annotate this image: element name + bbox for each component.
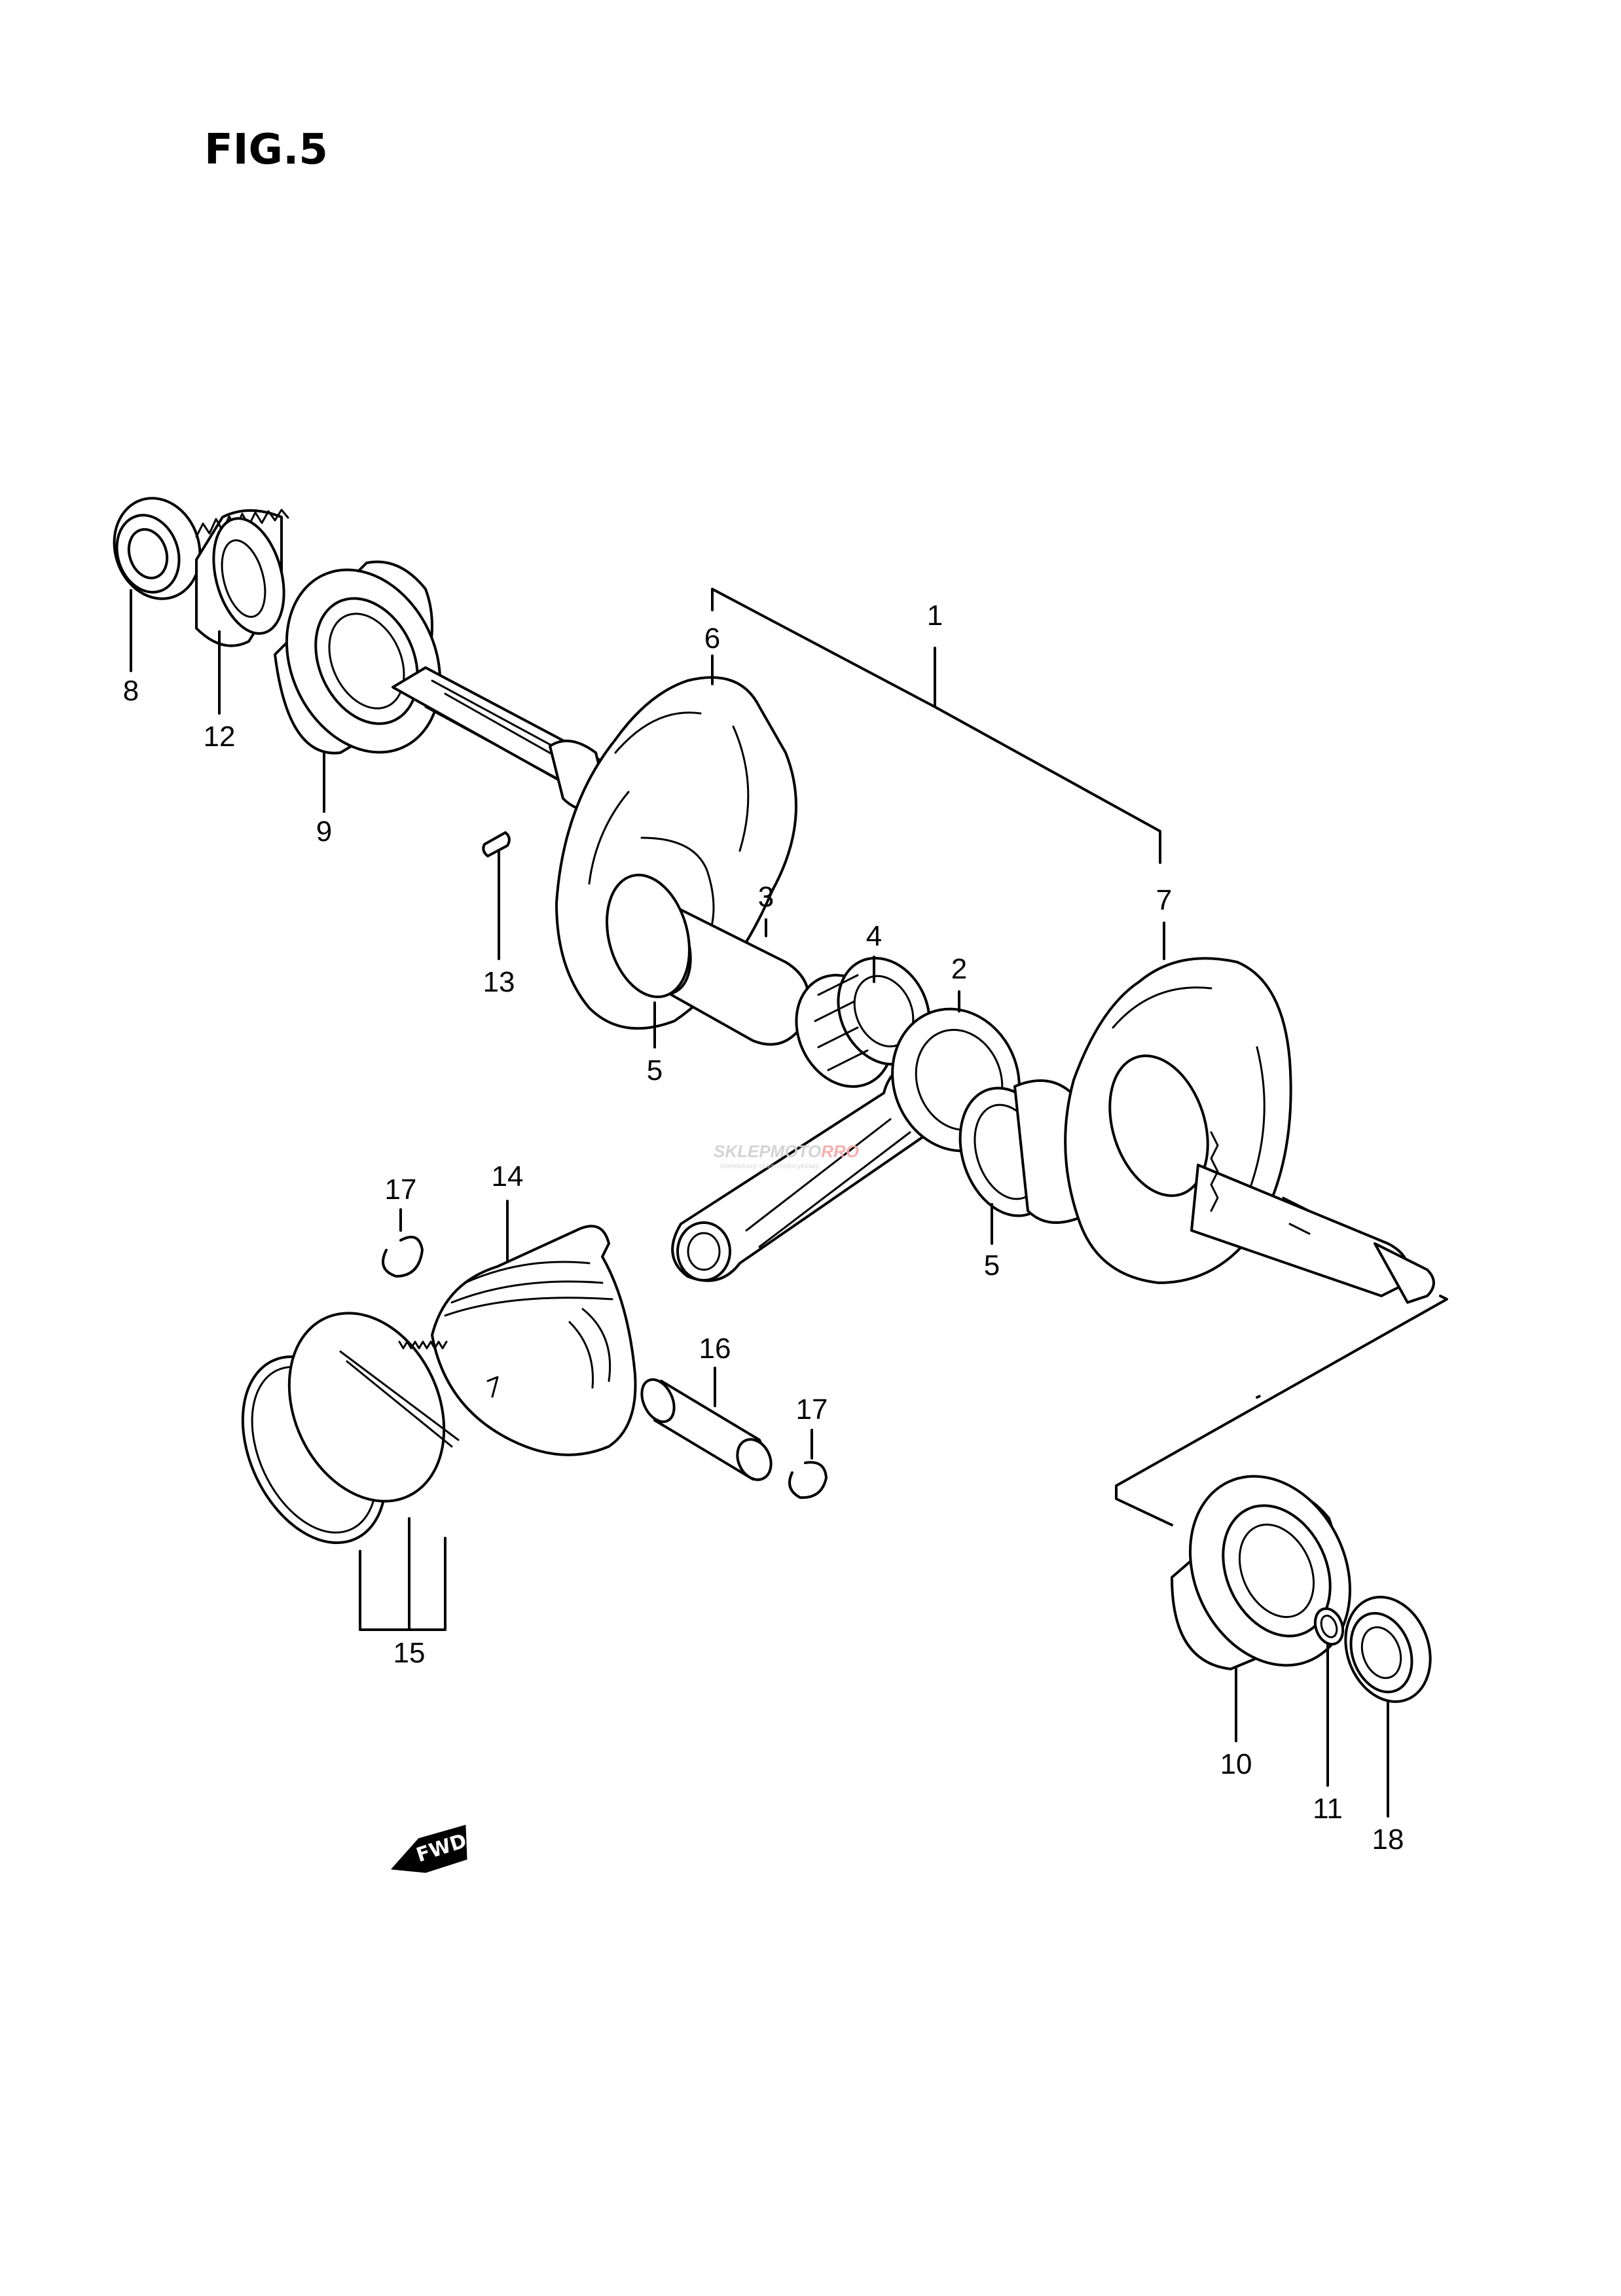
piston bbox=[431, 1225, 637, 1456]
assembly-bracket bbox=[711, 588, 1161, 864]
callout-3: 3 bbox=[758, 881, 774, 913]
piston-rings bbox=[241, 1312, 460, 1545]
callout-6: 6 bbox=[704, 622, 720, 655]
svg-text:SKLEPMOTORRO: SKLEPMOTORRO bbox=[714, 1141, 859, 1161]
callout-11: 11 bbox=[1313, 1793, 1343, 1825]
circlip-upper bbox=[382, 1236, 424, 1278]
oil-seal-left bbox=[113, 497, 202, 600]
callout-8: 8 bbox=[123, 675, 139, 707]
watermark-brand: SKLEPMOTO bbox=[714, 1141, 821, 1161]
alignment-line bbox=[1115, 1295, 1448, 1526]
circlip-lower bbox=[788, 1461, 828, 1499]
oil-seal-right bbox=[1344, 1596, 1432, 1703]
watermark-brand-accent: RRO bbox=[821, 1141, 859, 1161]
watermark: SKLEPMOTORRO internetowy sklep motocyklo… bbox=[714, 1141, 859, 1170]
callout-15: 15 bbox=[393, 1637, 426, 1669]
callout-13: 13 bbox=[483, 966, 515, 998]
watermark-tagline: internetowy sklep motocyklowy bbox=[720, 1162, 820, 1170]
crank-web-right bbox=[1064, 957, 1435, 1304]
callout-5-right: 5 bbox=[984, 1249, 1000, 1282]
bearing-right bbox=[1171, 1475, 1351, 1670]
thrust-washer-left bbox=[606, 873, 691, 999]
piston-pin bbox=[640, 1378, 773, 1481]
callout-18: 18 bbox=[1372, 1823, 1404, 1856]
leader-lines bbox=[130, 589, 1389, 1818]
callout-1: 1 bbox=[927, 600, 943, 632]
o-ring bbox=[1313, 1607, 1345, 1646]
bearing-left bbox=[274, 560, 442, 755]
woodruff-key bbox=[482, 831, 511, 857]
drive-gear bbox=[195, 509, 289, 647]
callout-labels: 1 2 3 4 5 5 6 7 8 9 10 11 12 13 14 15 16… bbox=[123, 600, 1404, 1856]
fwd-arrow: FWD bbox=[390, 1825, 469, 1873]
callout-16: 16 bbox=[699, 1333, 731, 1365]
callout-10: 10 bbox=[1220, 1748, 1252, 1780]
callout-14: 14 bbox=[492, 1160, 524, 1193]
crank-web-left bbox=[392, 666, 810, 1046]
callout-5-left: 5 bbox=[647, 1054, 663, 1086]
needle-bearing bbox=[795, 956, 931, 1088]
callout-4: 4 bbox=[866, 920, 882, 952]
callout-7: 7 bbox=[1156, 884, 1172, 916]
figure-title: FIG.5 bbox=[204, 126, 328, 174]
callout-12: 12 bbox=[204, 721, 236, 753]
callout-9: 9 bbox=[316, 816, 332, 848]
callout-17-upper: 17 bbox=[385, 1174, 417, 1206]
callout-2: 2 bbox=[951, 953, 967, 985]
callout-17-lower: 17 bbox=[796, 1393, 828, 1426]
